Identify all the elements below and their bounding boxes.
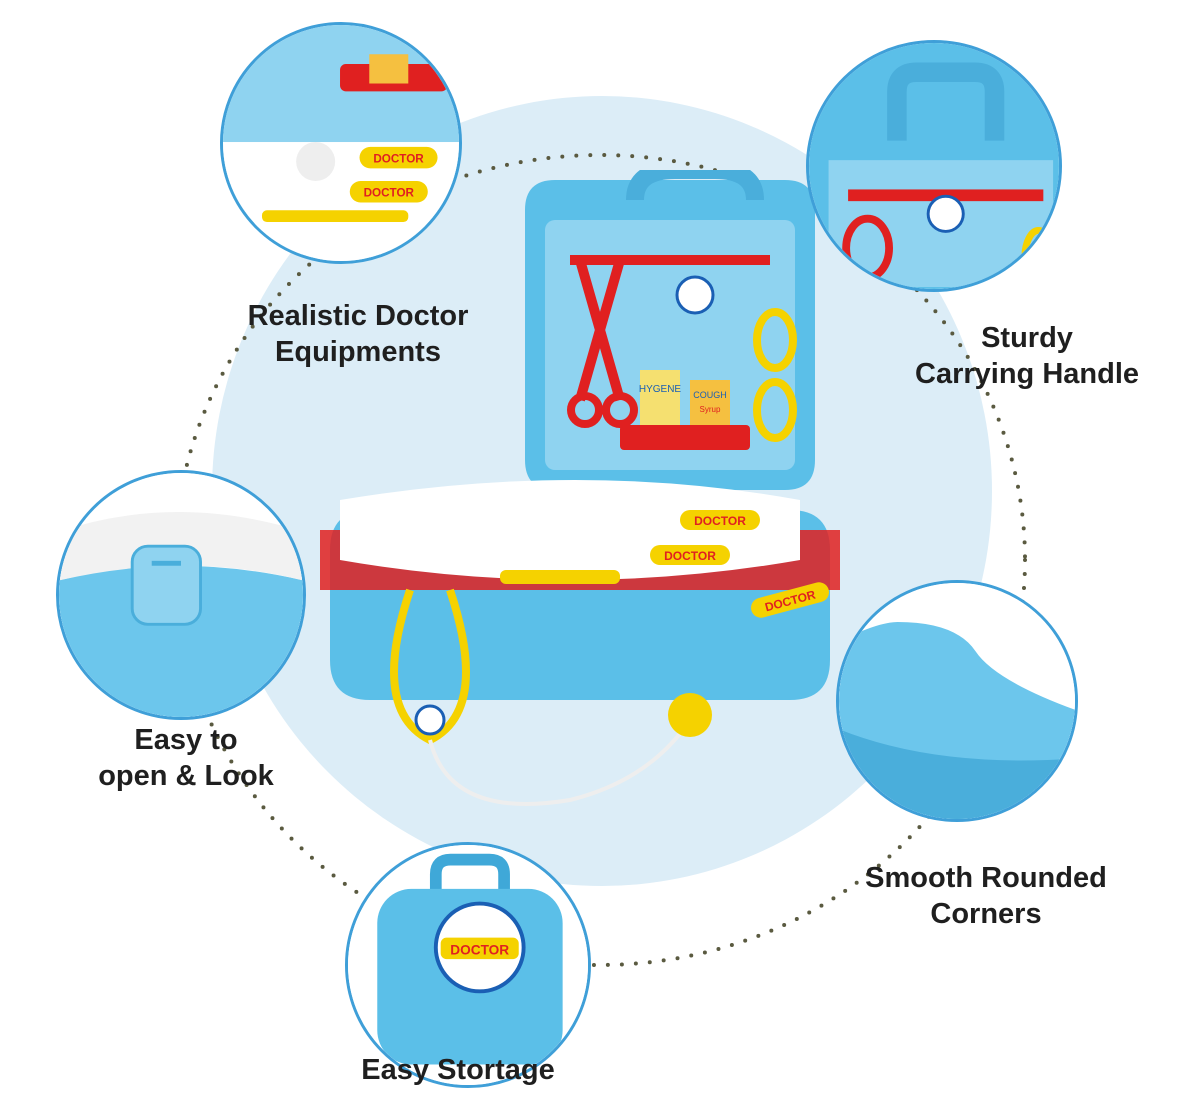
bubble-realistic-equipment: DOCTOR DOCTOR (220, 22, 462, 264)
doctor-kit-product-image: HYGENE COUGH Syrup DOCTOR DOCTOR DOCTOR (320, 170, 840, 806)
equipment-closeup-image: DOCTOR DOCTOR (223, 25, 459, 261)
bubble-easy-storage: DOCTOR (345, 842, 591, 1088)
feature-label-storage: Easy Stortage (361, 1052, 554, 1088)
doctor-label-1: DOCTOR (694, 514, 746, 528)
feature-label-equipment: Realistic Doctor Equipments (248, 298, 469, 370)
feature-label-line: Realistic Doctor (247, 300, 469, 332)
bubble-carrying-handle (806, 40, 1062, 292)
latch-closeup-image (59, 473, 303, 717)
feature-label-line: Carrying Handle (915, 358, 1139, 390)
feature-label-line: Equipments (275, 336, 441, 368)
cough-label: COUGH (693, 390, 727, 400)
feature-label-open: Easy to open & Look (98, 722, 274, 794)
feature-label-line: Smooth Rounded (865, 862, 1107, 894)
handle-closeup-image (809, 43, 1059, 289)
closed-case-image: DOCTOR (348, 845, 588, 1085)
feature-label-line: Easy to (134, 724, 238, 756)
bubble-rounded-corners (836, 580, 1078, 822)
doctor-label-5: DOCTOR (364, 187, 415, 200)
feature-label-line: open & Look (98, 760, 274, 792)
feature-label-corners: Smooth Rounded Corners (865, 860, 1107, 932)
doctor-label-2: DOCTOR (664, 549, 716, 563)
hygene-label: HYGENE (639, 384, 682, 395)
feature-label-line: Easy Stortage (361, 1054, 555, 1086)
bubble-easy-open (56, 470, 306, 720)
feature-label-line: Corners (930, 898, 1042, 930)
doctor-label-6: DOCTOR (450, 942, 509, 957)
feature-label-line: Sturdy (981, 322, 1073, 354)
syrup-label: Syrup (700, 405, 721, 414)
corner-closeup-image (839, 583, 1075, 819)
doctor-label-4: DOCTOR (373, 153, 424, 166)
feature-label-handle: Sturdy Carrying Handle (915, 320, 1139, 392)
